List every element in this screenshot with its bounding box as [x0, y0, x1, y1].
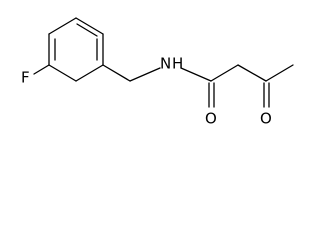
amide-oxygen-atom-label: O [205, 110, 217, 128]
ring-bond [75, 17, 104, 35]
fluorine-atom-label: F [21, 69, 30, 87]
ch2-ketone-bond [237, 64, 267, 82]
ketone-oxygen-atom-label: O [260, 110, 272, 128]
ring-bond [75, 64, 104, 82]
ring-double-bond-inner [76, 23, 98, 37]
nitrogen-atom-label: N [160, 55, 171, 73]
ring-ch2-bond [102, 64, 131, 82]
ring-bond [48, 17, 77, 35]
c-f-bond [33, 64, 50, 75]
chemical-structure: F N H O O [21, 17, 294, 128]
ketone-methyl-bond [265, 64, 294, 82]
carbonyl-ch2-bond [210, 64, 239, 82]
n-carbonyl-bond [180, 67, 212, 82]
benzene-ring [48, 17, 104, 82]
ring-bond [48, 64, 77, 82]
ch2-n-bond [129, 67, 161, 82]
hydrogen-atom-label: H [172, 55, 183, 73]
